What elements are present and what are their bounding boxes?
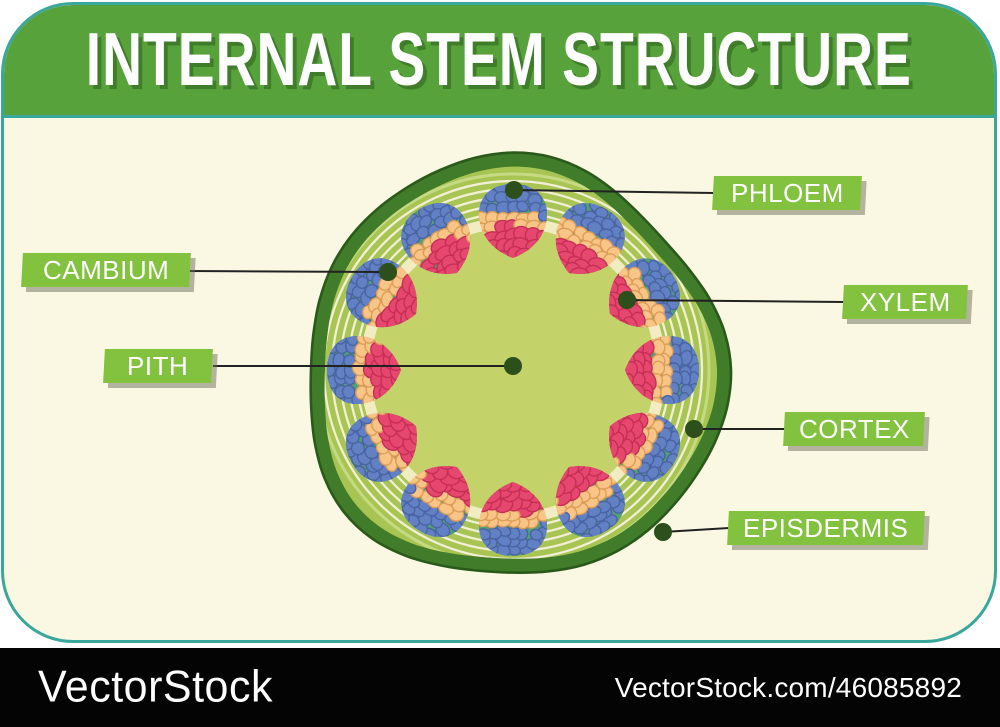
label-text-pith: PITH (127, 351, 189, 381)
label-text-cortex: CORTEX (798, 414, 910, 444)
label-text-cambium: CAMBIUM (42, 255, 170, 285)
label-phloem: PHLOEM (712, 176, 862, 210)
label-xylem: XYLEM (842, 285, 968, 319)
watermark-brand: VectorStock (38, 662, 273, 712)
title-banner: INTERNAL STEM STRUCTURE (4, 5, 994, 118)
label-text-episdermis: EPISDERMIS (743, 513, 909, 543)
label-text-phloem: PHLOEM (730, 178, 844, 208)
label-cambium: CAMBIUM (21, 253, 191, 287)
page-title: INTERNAL STEM STRUCTURE (85, 17, 913, 103)
label-cortex: CORTEX (783, 412, 925, 446)
watermark-bar: VectorStock VectorStock.com/46085892 (0, 648, 1000, 727)
label-episdermis: EPISDERMIS (727, 511, 925, 545)
watermark-credit: VectorStock.com/46085892 (614, 671, 962, 703)
label-pith: PITH (103, 349, 213, 383)
label-text-xylem: XYLEM (859, 287, 951, 317)
